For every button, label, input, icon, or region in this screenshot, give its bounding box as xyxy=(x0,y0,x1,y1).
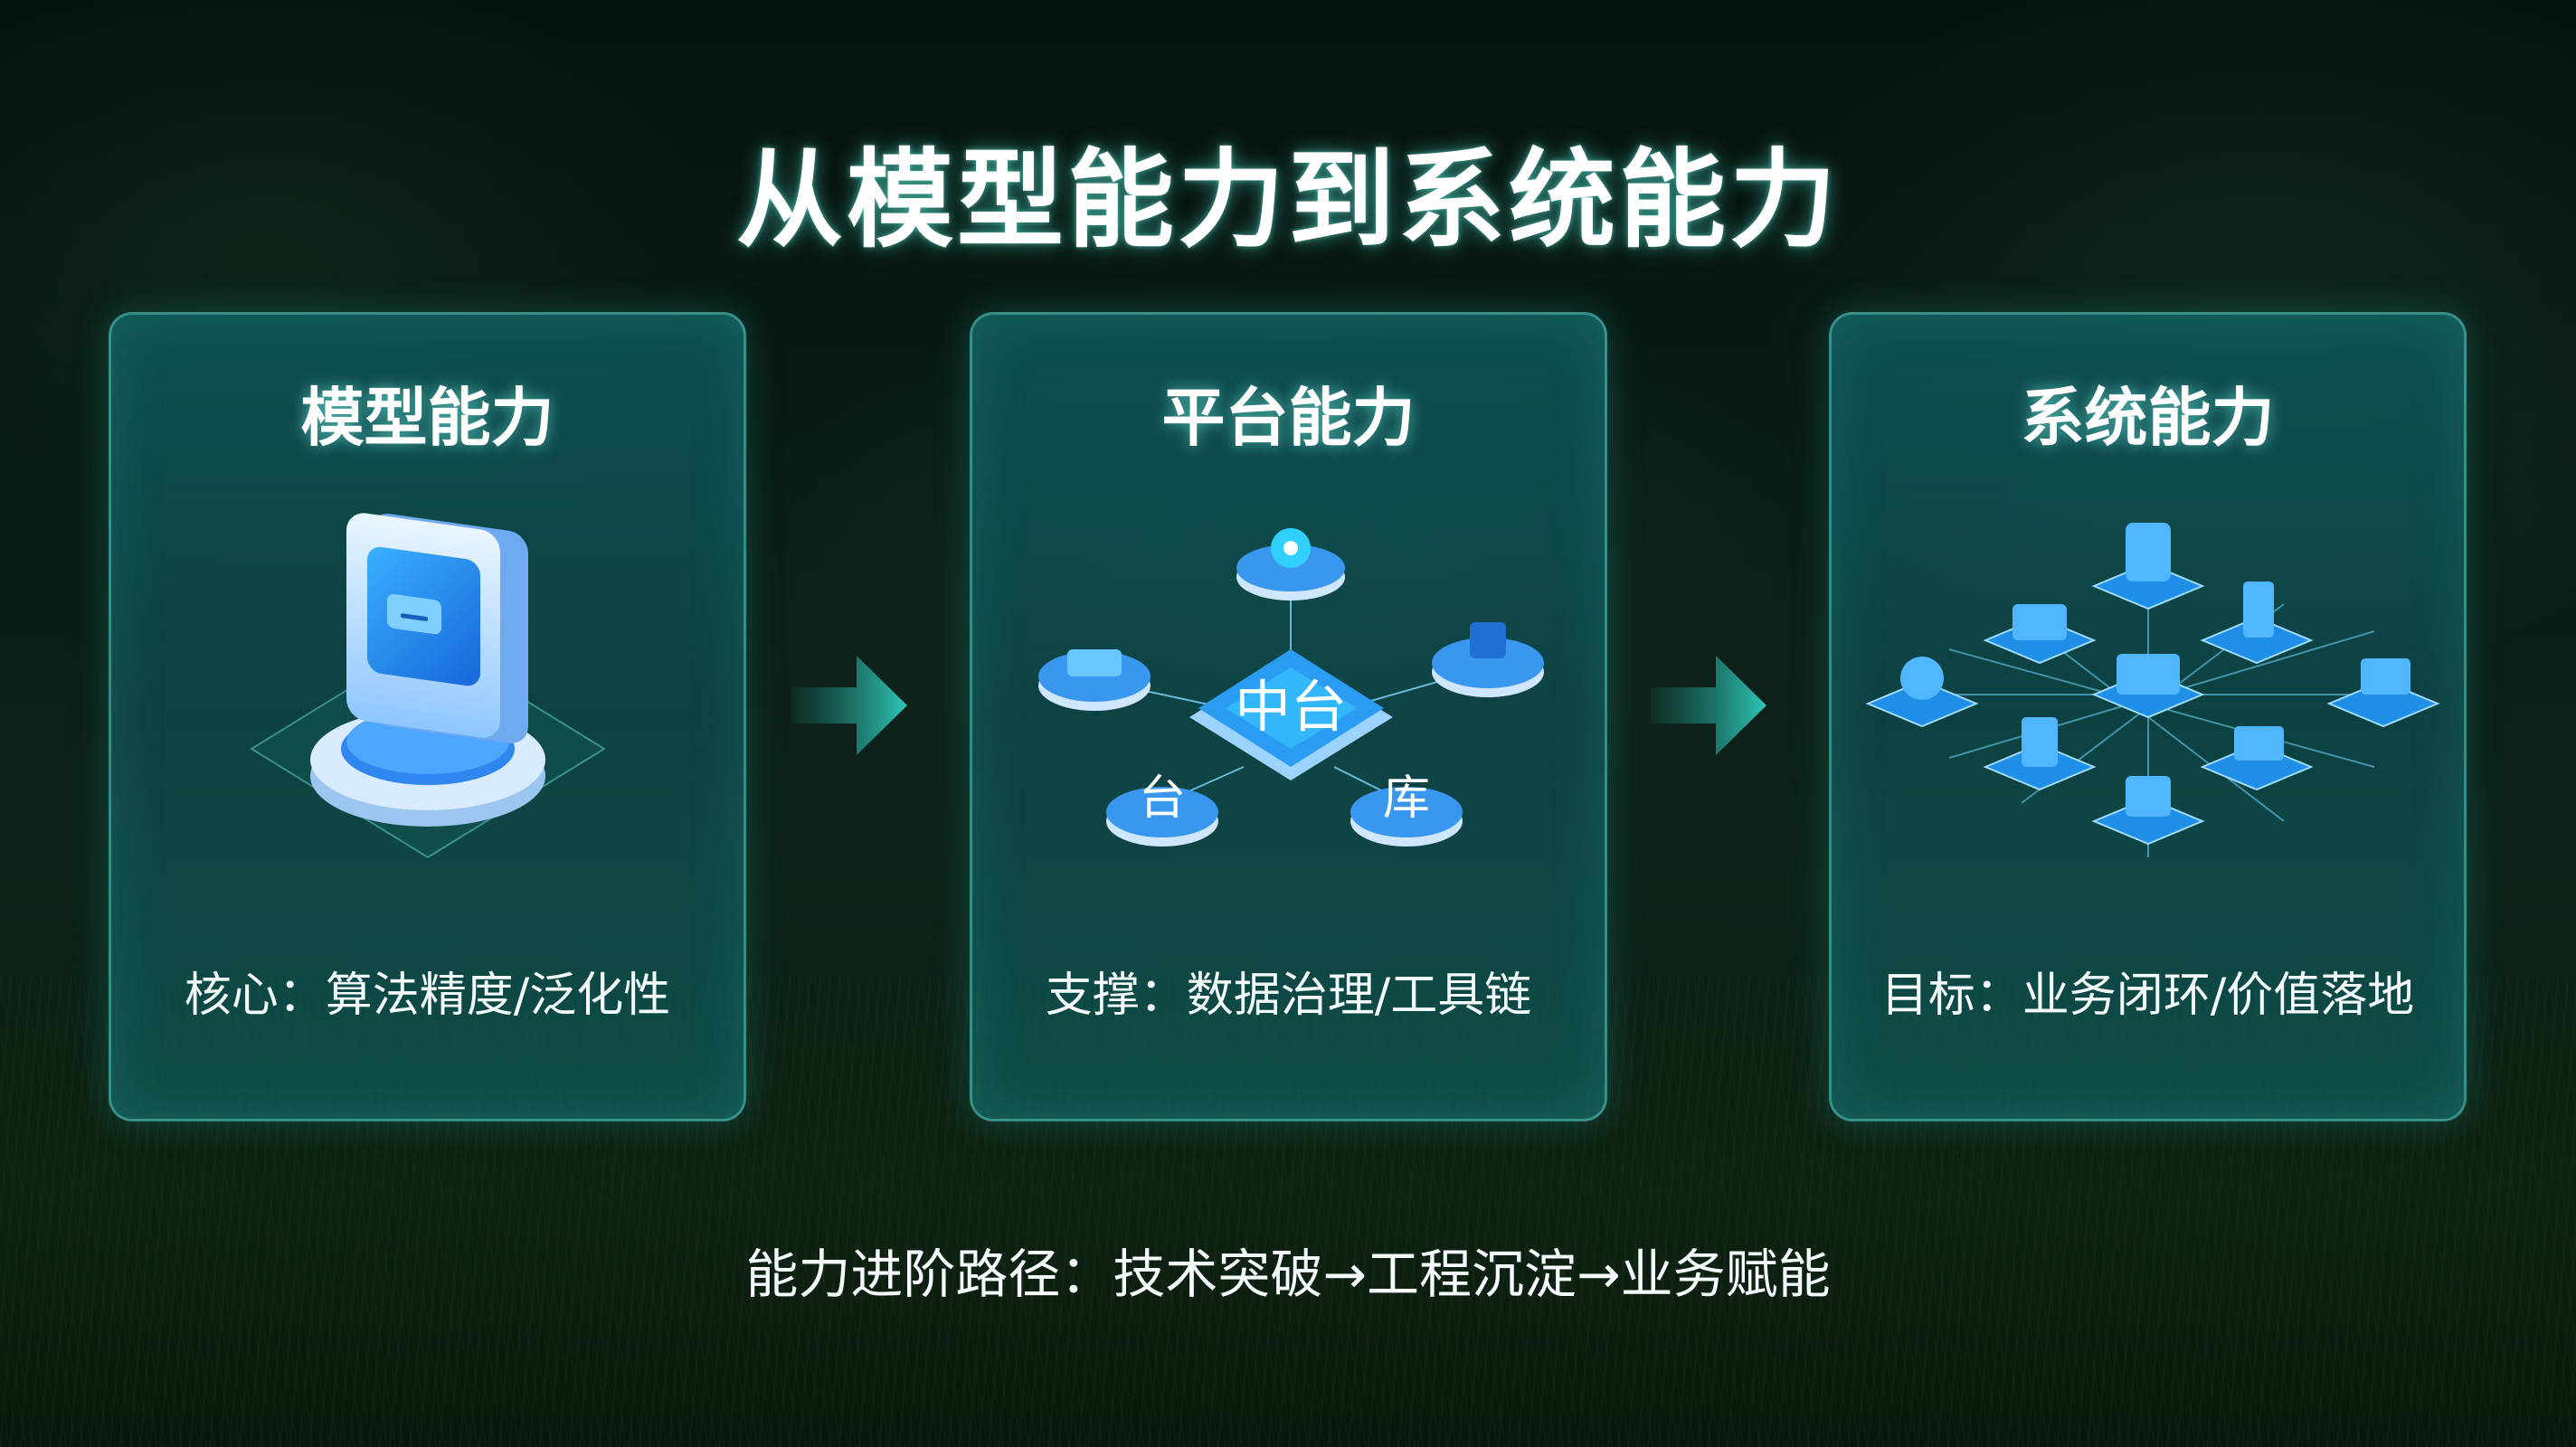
server-icon xyxy=(2126,523,2171,582)
card-title: 平台能力 xyxy=(1161,381,1416,455)
capability-path-caption: 能力进阶路径：技术突破→工程沉淀→业务赋能 xyxy=(745,1244,1831,1305)
right-arrow-icon xyxy=(791,656,907,755)
platform-node-icon: 台 xyxy=(1106,771,1218,846)
device-icon xyxy=(2117,654,2180,695)
node-label: 台 xyxy=(1139,771,1186,826)
card-title: 系统能力 xyxy=(2021,381,2275,455)
tablet-icon xyxy=(2022,717,2058,767)
right-arrow-icon xyxy=(1651,656,1766,755)
location-node-icon xyxy=(1236,528,1345,601)
card-subtitle: 支撑：数据治理/工具链 xyxy=(1045,969,1532,1023)
camera-icon xyxy=(1900,657,1944,700)
card-model-capability: 模型能力 核心：算法精度/泛化性 xyxy=(109,312,746,1121)
card-title: 模型能力 xyxy=(300,381,554,455)
laptop-icon xyxy=(2234,726,2284,761)
system-network-icon xyxy=(1865,523,2440,857)
monitor-icon xyxy=(2361,658,2410,695)
cube-node-icon xyxy=(1432,622,1544,697)
model-window-icon xyxy=(250,513,606,859)
hub-label: 中台 xyxy=(1235,674,1347,740)
chat-node-icon xyxy=(1038,649,1151,711)
building-icon xyxy=(2012,604,2067,640)
node-label: 库 xyxy=(1383,771,1430,826)
card-system-capability: 系统能力 xyxy=(1829,312,2467,1121)
platform-hub-icon: 中台 台 库 xyxy=(1038,528,1544,846)
phone-tower-icon xyxy=(2243,582,2274,638)
card-subtitle: 核心：算法精度/泛化性 xyxy=(184,969,671,1023)
database-node-icon: 库 xyxy=(1350,771,1463,846)
card-subtitle: 目标：业务闭环/价值落地 xyxy=(1880,969,2415,1023)
robot-icon xyxy=(2126,776,2171,817)
card-platform-capability: 平台能力 中台 台 xyxy=(970,312,1607,1121)
page-title: 从模型能力到系统能力 xyxy=(735,137,1840,262)
